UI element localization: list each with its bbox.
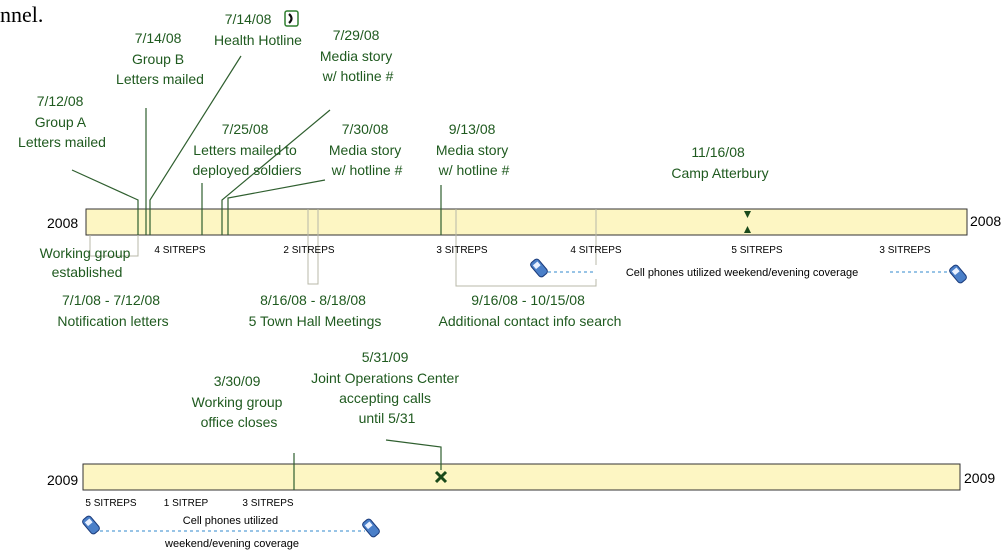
- connector-media-729: [221, 109, 331, 235]
- event-joint-operations-center: 5/31/09 Joint Operations Center acceptin…: [311, 349, 463, 426]
- year-label-2009-left: 2009: [47, 472, 78, 488]
- event-group-a: 7/12/08 Group A Letters mailed: [18, 93, 106, 150]
- connectors-2008: [71, 55, 442, 235]
- event-media-730: 7/30/08 Media story w/ hotline #: [329, 121, 405, 178]
- event-camp-atterbury: 11/16/08 Camp Atterbury: [671, 144, 768, 181]
- bracket-contact-search: [455, 209, 597, 287]
- cell-coverage-label-bg: [594, 265, 890, 279]
- cell-coverage-label-2008: Cell phones utilized weekend/evening cov…: [626, 267, 858, 279]
- cell-coverage-label-2009: Cell phones utilized weekend/evening cov…: [164, 515, 299, 550]
- sitrep-label: 3 SITREPS: [879, 245, 930, 256]
- event-letters-deployed: 7/25/08 Letters mailed to deployed soldi…: [193, 121, 302, 178]
- bracket-boxes-2008: [89, 209, 597, 287]
- sitrep-label: 3 SITREPS: [242, 498, 293, 509]
- sitrep-label: 2 SITREPS: [283, 245, 334, 256]
- connector-joc: [385, 439, 442, 470]
- event-group-b: 7/14/08 Group B Letters mailed: [116, 30, 204, 87]
- cell-phone-icon: [82, 515, 100, 535]
- sitrep-label: 3 SITREPS: [436, 245, 487, 256]
- sitrep-label: 4 SITREPS: [570, 245, 621, 256]
- year-label-2008-left: 2008: [47, 215, 78, 231]
- event-office-closes: 3/30/09 Working group office closes: [192, 373, 287, 430]
- event-health-hotline: 7/14/08 Health Hotline: [214, 11, 302, 48]
- sitrep-label: 1 SITREP: [164, 498, 209, 509]
- connectors-2009: [293, 439, 442, 490]
- connector-health-hotline: [149, 55, 242, 235]
- sitreps-2009: 5 SITREPS 1 SITREP 3 SITREPS: [85, 498, 293, 509]
- events-above-2008: 7/12/08 Group A Letters mailed 7/14/08 G…: [18, 11, 769, 181]
- timeline-bar-2009: [82, 463, 961, 491]
- sitrep-label: 5 SITREPS: [85, 498, 136, 509]
- event-media-729: 7/29/08 Media story w/ hotline #: [320, 27, 396, 84]
- cell-phone-icon: [530, 258, 548, 278]
- bracket-town-hall: [307, 209, 319, 285]
- marker-camp-atterbury-bottom: [744, 226, 751, 233]
- bracket-notification-letters: [89, 235, 139, 257]
- phone-icon: [284, 10, 299, 27]
- connector-media-730: [227, 179, 326, 235]
- connector-group-a: [71, 169, 139, 235]
- events-below-2008: Working group established 7/1/08 - 7/12/…: [40, 245, 622, 329]
- sitrep-label: 5 SITREPS: [731, 245, 782, 256]
- event-town-hall-meetings: 8/16/08 - 8/18/08 5 Town Hall Meetings: [249, 292, 382, 329]
- event-notification-letters: 7/1/08 - 7/12/08 Notification letters: [57, 292, 168, 329]
- header-fragment: nnel.: [0, 2, 43, 27]
- marker-camp-atterbury-top: [744, 211, 751, 218]
- year-label-2008-right: 2008: [970, 213, 1001, 229]
- sitrep-label: 4 SITREPS: [154, 245, 205, 256]
- cell-phone-icon: [362, 518, 380, 538]
- event-media-913: 9/13/08 Media story w/ hotline #: [436, 121, 512, 178]
- events-above-2009: 3/30/09 Working group office closes 5/31…: [192, 349, 463, 430]
- event-contact-info-search: 9/16/08 - 10/15/08 Additional contact in…: [439, 292, 622, 329]
- close-icon: [434, 470, 448, 484]
- event-working-group-established: Working group established: [40, 245, 135, 280]
- sitreps-2008: 4 SITREPS 2 SITREPS 3 SITREPS 4 SITREPS …: [154, 245, 930, 256]
- year-label-2009-right: 2009: [964, 470, 995, 486]
- cell-phone-icon: [949, 264, 967, 284]
- timeline-bar-2008: [85, 208, 968, 236]
